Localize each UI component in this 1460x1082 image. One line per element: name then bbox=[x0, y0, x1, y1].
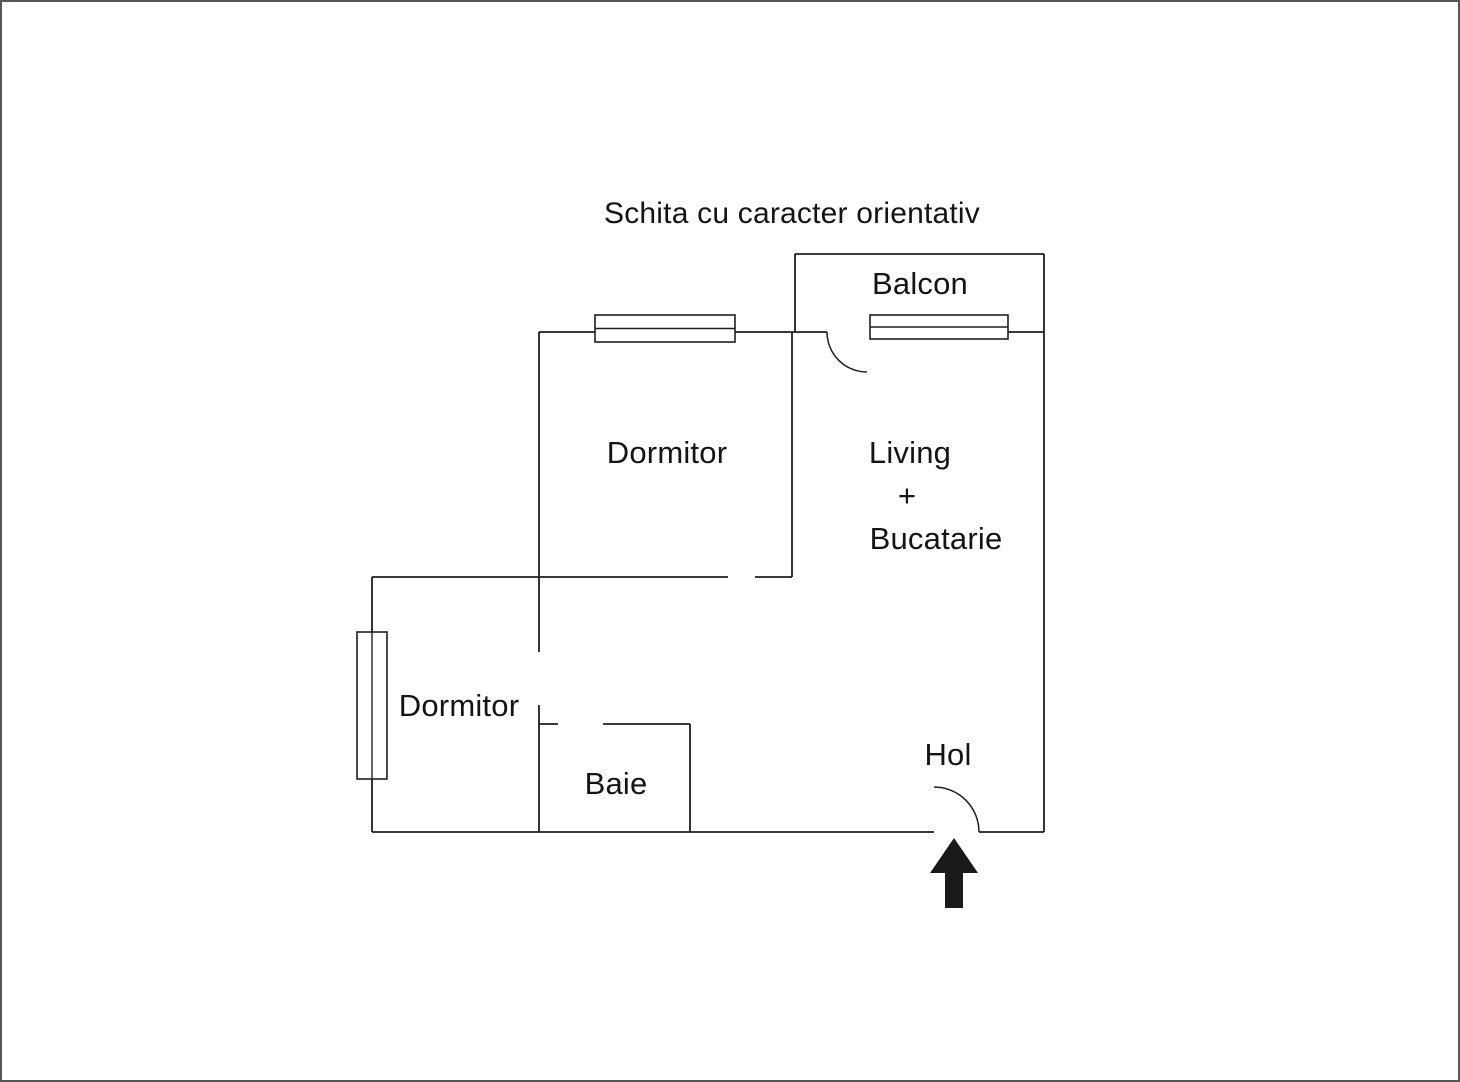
room-label-hol: Hol bbox=[924, 737, 972, 772]
room-label-dormitor-top: Dormitor bbox=[606, 435, 728, 470]
entrance-arrow bbox=[930, 838, 978, 908]
room-label-dormitor-left: Dormitor bbox=[398, 688, 520, 723]
room-label-bucatarie: Bucatarie bbox=[869, 521, 1003, 556]
room-label-living: Living bbox=[868, 435, 952, 470]
floor-plan-lines bbox=[356, 253, 1045, 908]
wall-baie bbox=[539, 723, 691, 832]
door-arc-balcon bbox=[826, 331, 868, 373]
room-label-baie: Baie bbox=[584, 766, 648, 801]
room-label-balcon: Balcon bbox=[872, 266, 968, 301]
room-label-living-plus: + bbox=[897, 478, 917, 513]
door-arc-entrance bbox=[933, 786, 980, 833]
plan-title: Schita cu caracter orientativ bbox=[604, 197, 980, 230]
